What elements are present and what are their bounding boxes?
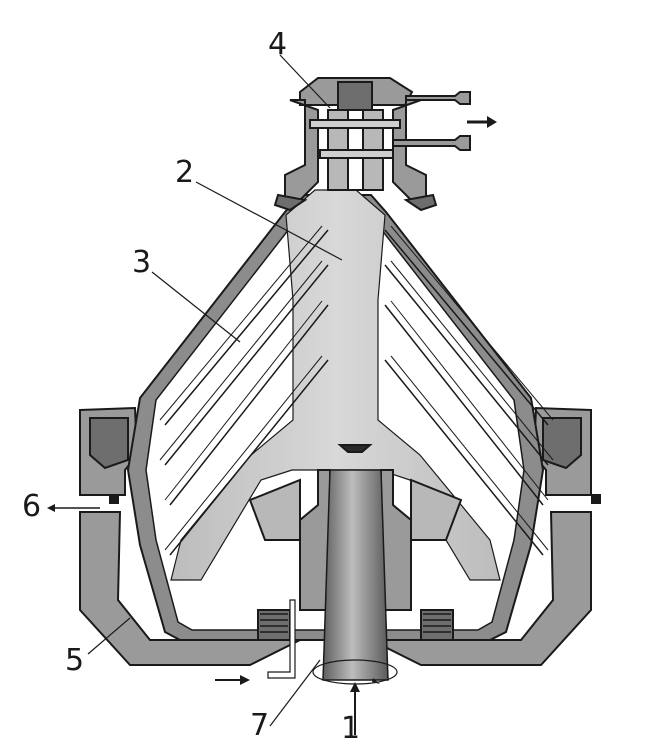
clamp-ring-left	[89, 417, 129, 470]
label-1: 1	[341, 711, 360, 746]
paring-disc	[309, 119, 401, 129]
seal-block-right	[591, 494, 601, 504]
flow-arrows	[47, 116, 497, 735]
hub-assembly	[109, 444, 601, 641]
clamp-ring-right	[542, 417, 582, 470]
label-6: 6	[22, 489, 41, 524]
top-outlet-assembly	[273, 77, 471, 212]
spring-left	[257, 609, 291, 641]
seal-block-left	[109, 494, 119, 504]
hub-wing-right	[410, 478, 463, 541]
spring-right	[420, 609, 454, 641]
leader-5	[87, 617, 131, 655]
label-3: 3	[132, 245, 151, 280]
nozzle-cap	[337, 444, 373, 453]
leader-4	[279, 54, 331, 109]
left-housing-top	[284, 99, 319, 201]
spindle	[322, 469, 389, 681]
flange-left	[273, 193, 308, 212]
disc-stack-right	[384, 225, 554, 556]
label-7: 7	[250, 708, 269, 743]
label-5: 5	[65, 643, 84, 678]
paring-disc-lower	[319, 149, 394, 159]
disc-stack-left	[159, 225, 329, 556]
outlet-pipe-upper	[405, 91, 471, 105]
frame-housing	[79, 406, 592, 666]
outlet-pipe-lower	[392, 135, 471, 151]
inlet-pipe-left	[267, 599, 296, 679]
leader-2	[195, 181, 343, 261]
leader-lines	[87, 54, 343, 727]
rotation-arrowhead	[372, 678, 380, 684]
hub-wing-left	[248, 478, 301, 541]
label-2: 2	[175, 155, 194, 190]
right-housing-top	[392, 99, 427, 201]
label-4: 4	[268, 27, 287, 62]
flange-right	[403, 193, 438, 212]
leader-7	[269, 659, 321, 727]
leader-3	[151, 271, 241, 343]
